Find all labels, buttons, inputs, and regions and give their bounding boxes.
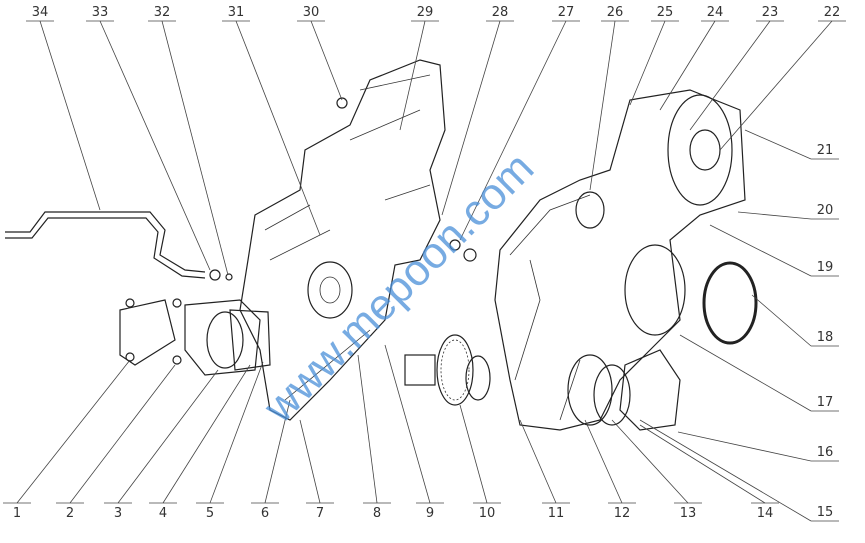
leader-line-26: [589, 20, 616, 191]
gear-housing: [239, 59, 446, 421]
callout-7: 7: [316, 506, 324, 521]
leader-line-11: [519, 419, 557, 504]
nut-33: [209, 269, 221, 281]
callout-2: 2: [66, 506, 74, 521]
fuel-pipe-inner: [5, 217, 206, 279]
leader-line-10: [459, 404, 488, 504]
fuel-pipe: [5, 211, 206, 273]
seal-housing: [624, 244, 686, 336]
leader-line-21: [744, 129, 812, 160]
gasket: [229, 309, 271, 371]
callout-24: 24: [707, 5, 724, 20]
callout-21: 21: [817, 143, 834, 158]
callout-26: 26: [607, 5, 624, 20]
leader-line-22: [719, 20, 833, 151]
leader-line-25: [629, 20, 666, 106]
leader-line-7: [299, 419, 321, 504]
leader-line-3: [117, 369, 219, 504]
leader-line-5: [209, 361, 264, 504]
cover-flange: [667, 94, 733, 206]
callout-11: 11: [548, 506, 565, 521]
housing-ribs: [264, 74, 431, 401]
callout-29: 29: [417, 5, 434, 20]
callout-16: 16: [817, 445, 834, 460]
callout-6: 6: [261, 506, 269, 521]
callout-30: 30: [303, 5, 320, 20]
callout-15: 15: [817, 505, 834, 520]
leader-line-19: [709, 224, 812, 277]
leader-line-13: [611, 419, 689, 504]
callout-5: 5: [206, 506, 214, 521]
leader-line-1: [16, 359, 131, 504]
callout-1: 1: [13, 506, 21, 521]
leader-line-34: [39, 20, 101, 211]
callout-19: 19: [817, 260, 834, 275]
leader-line-27: [459, 20, 567, 241]
front-cover: [494, 89, 746, 431]
leader-line-31: [235, 20, 321, 236]
callout-23: 23: [762, 5, 779, 20]
callout-32: 32: [154, 5, 171, 20]
bearing: [567, 354, 613, 426]
part-drawings: [5, 59, 758, 431]
callout-17: 17: [817, 395, 834, 410]
leader-line-2: [69, 364, 176, 504]
callout-8: 8: [373, 506, 381, 521]
oil-seal: [702, 261, 758, 345]
leader-line-9: [384, 344, 431, 504]
watermark: www.mepoon.com: [254, 143, 544, 433]
callout-27: 27: [558, 5, 575, 20]
leader-line-20: [737, 211, 812, 220]
leader-line-4: [162, 364, 251, 504]
leader-line-6: [264, 399, 291, 504]
adapter-block: [184, 299, 261, 376]
leader-line-23: [689, 20, 771, 131]
leader-line-24: [659, 20, 716, 111]
cover-plate: [119, 299, 176, 366]
leader-line-16: [677, 431, 812, 462]
washer-32: [225, 273, 233, 281]
callout-14: 14: [757, 506, 774, 521]
leader-line-12: [584, 419, 623, 504]
callout-10: 10: [479, 506, 496, 521]
leader-line-15: [639, 419, 812, 522]
idler-gear: [436, 334, 474, 406]
callout-22: 22: [824, 5, 841, 20]
callout-9: 9: [426, 506, 434, 521]
callout-3: 3: [114, 506, 122, 521]
callout-34: 34: [32, 5, 49, 20]
leader-line-28: [441, 20, 501, 216]
leader-line-14: [639, 424, 766, 504]
callout-31: 31: [228, 5, 245, 20]
callout-20: 20: [817, 203, 834, 218]
leader-line-8: [357, 354, 378, 504]
callout-13: 13: [680, 506, 697, 521]
leader-line-29: [399, 20, 426, 131]
callout-25: 25: [657, 5, 674, 20]
callout-12: 12: [614, 506, 631, 521]
gear-shaft: [404, 354, 436, 386]
leader-line-18: [751, 294, 812, 347]
leader-line-33: [99, 20, 211, 271]
leader-line-32: [161, 20, 229, 276]
leader-line-30: [310, 20, 343, 101]
housing-bore: [307, 261, 353, 319]
callout-4: 4: [159, 506, 167, 521]
nut-30: [336, 97, 348, 109]
callout-28: 28: [492, 5, 509, 20]
callout-33: 33: [92, 5, 109, 20]
pump-cover: [619, 349, 681, 431]
callout-18: 18: [817, 330, 834, 345]
leader-lines: [3, 20, 846, 522]
leader-line-17: [679, 334, 812, 412]
